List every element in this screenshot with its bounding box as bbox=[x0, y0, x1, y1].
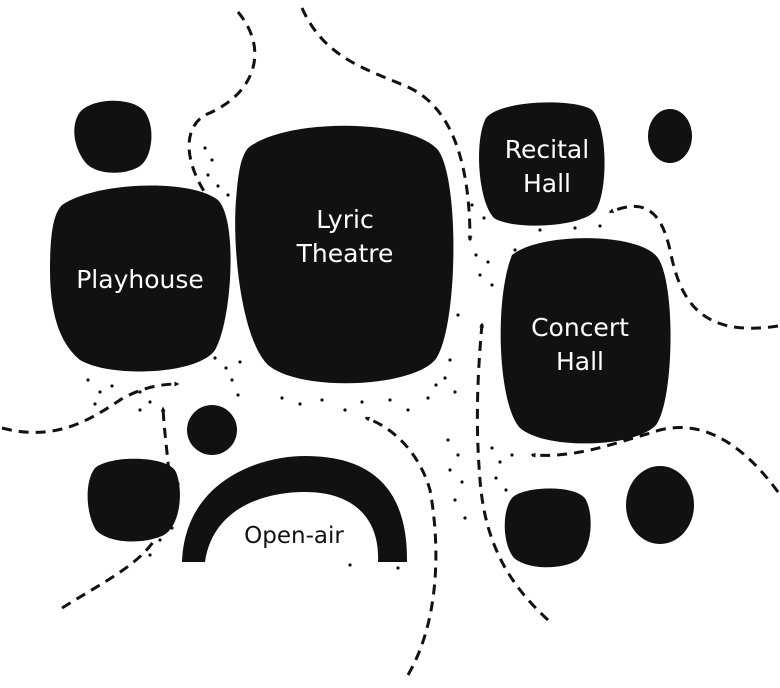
path-top-left bbox=[187, 11, 257, 210]
playhouse-label: Playhouse bbox=[76, 265, 204, 294]
venue-shapes bbox=[50, 102, 671, 562]
concert-hall-shape[interactable] bbox=[500, 238, 671, 444]
path-bottom-right bbox=[475, 322, 550, 622]
lyric-theatre-label-line1: Lyric bbox=[316, 205, 373, 234]
small-blob-top-right bbox=[648, 109, 692, 163]
small-blob-center-left bbox=[187, 405, 237, 455]
small-blob-top-left bbox=[74, 100, 152, 173]
unlabeled-blobs bbox=[74, 100, 694, 568]
open-air-label: Open-air bbox=[244, 523, 344, 549]
open-air-shape[interactable] bbox=[182, 456, 408, 562]
path-left-lower bbox=[1, 381, 180, 434]
recital-hall-shape[interactable] bbox=[479, 102, 605, 226]
concert-hall-label-line2: Hall bbox=[556, 347, 604, 376]
playhouse-shape[interactable] bbox=[50, 185, 231, 372]
lyric-theatre-label-line2: Theatre bbox=[296, 239, 394, 268]
venue-labels: Playhouse Lyric Theatre Recital Hall Con… bbox=[76, 135, 629, 549]
small-blob-bottom-right-2 bbox=[626, 466, 694, 544]
small-blob-bottom-left bbox=[87, 458, 180, 542]
path-right-upper bbox=[608, 204, 779, 330]
path-bottom-center bbox=[364, 416, 438, 676]
recital-hall-label-line1: Recital bbox=[505, 135, 589, 164]
small-blob-bottom-right-1 bbox=[504, 488, 591, 568]
path-top-center bbox=[300, 7, 473, 242]
concert-hall-label-line1: Concert bbox=[531, 313, 629, 342]
lyric-theatre-shape[interactable] bbox=[235, 125, 454, 384]
recital-hall-label-line2: Hall bbox=[523, 169, 571, 198]
path-right-lower bbox=[530, 426, 780, 493]
